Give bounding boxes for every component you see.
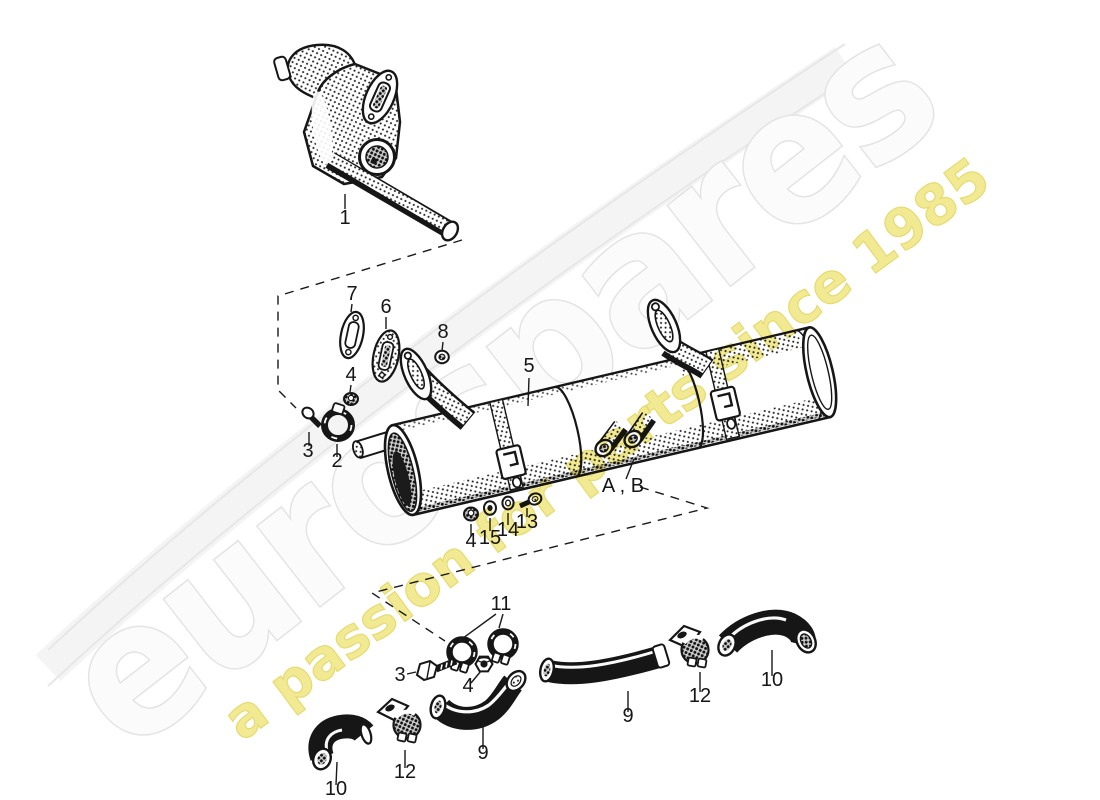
callout-label-14[interactable]: 14 — [497, 519, 519, 541]
leader-line-7 — [350, 303, 353, 313]
dashed-group-line-2 — [370, 486, 710, 642]
part-9-tailpipe-right — [539, 643, 671, 685]
part-10-elbow-left — [308, 714, 374, 771]
callout-label-5[interactable]: 5 — [523, 355, 534, 377]
part-3-bolt-a — [301, 406, 322, 428]
leader-line-8 — [441, 341, 444, 352]
callout-label-10a[interactable]: 10 — [325, 778, 347, 800]
dashed-group-line-1 — [277, 239, 463, 409]
part-4-nut-c — [474, 655, 494, 673]
muffler-outlet-stub-a — [594, 420, 628, 458]
leader-line-ab — [625, 458, 635, 480]
leader-line-10a — [335, 761, 338, 786]
part-5-muffler — [352, 298, 838, 517]
part-14-washer — [501, 495, 515, 511]
part-4-nut-a — [343, 392, 359, 406]
callout-label-12a[interactable]: 12 — [394, 761, 416, 783]
part-2-clamp — [321, 402, 355, 442]
muffler-inlet-flange-right — [646, 298, 682, 354]
part-1-heat-exchanger — [273, 43, 460, 242]
callout-label-3b[interactable]: 3 — [394, 664, 405, 686]
part-7-gasket — [339, 310, 365, 360]
callout-label-4b[interactable]: 4 — [465, 530, 476, 552]
muffler-strap-left — [489, 398, 527, 491]
callout-label-12b[interactable]: 12 — [689, 685, 711, 707]
callout-label-15[interactable]: 15 — [479, 527, 501, 549]
muffler-inlet-flange-left — [399, 347, 433, 401]
callout-label-7[interactable]: 7 — [346, 283, 357, 305]
callout-label-1[interactable]: 1 — [339, 207, 350, 229]
callout-label-13[interactable]: 13 — [516, 511, 538, 533]
callout-label-ab[interactable]: A , B — [602, 475, 644, 497]
callout-label-6[interactable]: 6 — [380, 296, 391, 318]
part-10-elbow-right — [717, 609, 817, 657]
part-12-clamp-right — [668, 624, 710, 669]
leader-line-11 — [498, 613, 504, 629]
leader-line-4a — [349, 384, 352, 393]
part-9-tailpipe-left — [429, 669, 527, 730]
leader-line-11 — [458, 613, 497, 642]
part-13-bolt — [518, 492, 543, 509]
part-8-nut — [434, 349, 450, 365]
callout-label-8[interactable]: 8 — [437, 321, 448, 343]
muffler-outlet-stub-b — [623, 412, 656, 449]
callout-label-9a[interactable]: 9 — [477, 742, 488, 764]
part-15-washer — [483, 500, 497, 516]
callout-label-9b[interactable]: 9 — [622, 705, 633, 727]
callout-label-4a[interactable]: 4 — [345, 364, 356, 386]
part-6-gasket — [371, 329, 401, 383]
callout-label-4c[interactable]: 4 — [462, 675, 473, 697]
leader-line-5 — [527, 377, 530, 407]
leader-line-3b — [406, 671, 417, 675]
callout-label-3a[interactable]: 3 — [302, 440, 313, 462]
callout-label-2[interactable]: 2 — [331, 450, 342, 472]
part-12-clamp-left — [376, 697, 422, 744]
part-3-bolt-b — [415, 657, 458, 682]
callout-label-11[interactable]: 11 — [491, 593, 512, 615]
part-4-nut-b — [463, 506, 479, 522]
callout-label-10b[interactable]: 10 — [761, 669, 783, 691]
dashed-group-lines — [277, 239, 710, 642]
part-11-clamp-b — [487, 628, 519, 666]
leader-line-4c — [470, 670, 482, 684]
muffler-strap-right — [705, 347, 741, 441]
part-11-clamp-a — [446, 636, 478, 674]
